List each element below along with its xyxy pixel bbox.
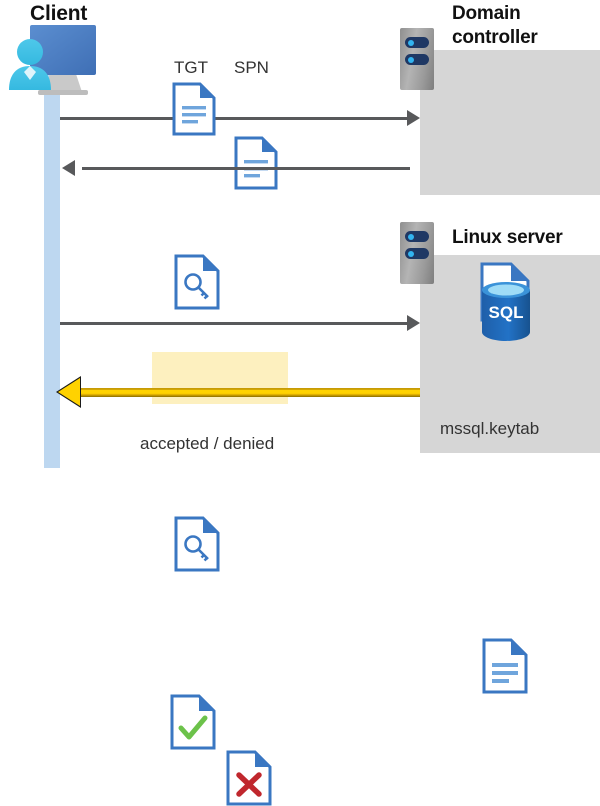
domain-controller-title-line2: controller (452, 27, 538, 48)
spn-label: SPN (234, 58, 269, 77)
domain-controller-panel (420, 50, 600, 195)
sql-database-icon: SQL (478, 280, 534, 347)
rack-bar (405, 54, 429, 65)
accepted-denied-label: accepted / denied (140, 434, 275, 453)
accepted-document-icon (170, 694, 600, 750)
rack-bar (405, 231, 429, 242)
spn-document-icon (234, 136, 600, 190)
key-document-icon (174, 516, 600, 572)
message-2-line (82, 167, 410, 170)
message-4-arrowhead (58, 378, 80, 406)
message-3-line (60, 322, 410, 325)
rack-led (408, 39, 414, 46)
linux-server-rack-icon (400, 222, 434, 284)
keytab-label: mssql.keytab (440, 419, 540, 438)
message-4-line-left (76, 388, 290, 397)
rack-led (408, 233, 414, 240)
rack-bar (405, 248, 429, 259)
message-4-line-right (288, 388, 420, 397)
page-title-domain-controller: Domain controller (452, 2, 592, 50)
keytab-document-icon (482, 638, 600, 694)
message-1-arrowhead (407, 110, 420, 126)
message-3-arrowhead (407, 315, 420, 331)
rack-led (408, 250, 414, 257)
client-workstation-icon (6, 22, 102, 107)
message-1-line (60, 117, 410, 120)
domain-controller-rack-icon (400, 28, 434, 90)
message-2-arrowhead (62, 160, 75, 176)
rack-led (408, 56, 414, 63)
key-document-icon (174, 254, 600, 310)
page-title-client: Client (30, 2, 88, 25)
tgt-label: TGT (174, 58, 208, 77)
page-title-linux-server: Linux server (452, 227, 563, 248)
tgt-document-icon (172, 82, 600, 136)
diagram-canvas: Client Domain controller Linux server (6, 2, 600, 806)
client-lifeline (44, 72, 60, 468)
domain-controller-title-line1: Domain (452, 3, 521, 24)
svg-text:SQL: SQL (489, 303, 524, 322)
denied-document-icon (226, 750, 600, 806)
rack-bar (405, 37, 429, 48)
